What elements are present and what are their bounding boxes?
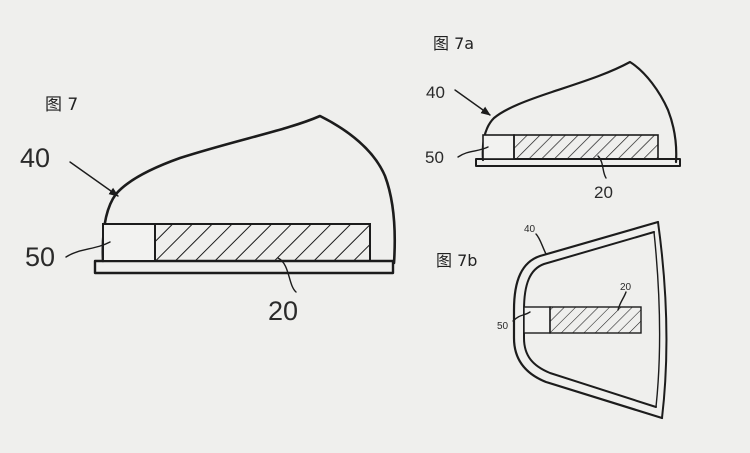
figure-7b: 图 7b 40 50 20 (436, 220, 668, 420)
figure-7a-upper-outline (481, 60, 678, 164)
figure-7b-leader-20 (617, 291, 627, 311)
figure-7a-sole (475, 158, 681, 167)
figure-7a-leader-20 (597, 155, 607, 179)
figure-7b-label-40: 40 (524, 224, 536, 235)
figure-7-leader-50 (65, 241, 111, 258)
figure-7a-title: 图 7a (433, 34, 474, 53)
figure-7a-insert (513, 134, 659, 160)
figure-7b-leader-50 (512, 311, 531, 322)
figure-7-insert (154, 223, 371, 262)
figure-7a-leader-40 (454, 89, 491, 116)
figure-7a-label-50: 50 (425, 148, 444, 167)
figure-7b-title: 图 7b (436, 251, 477, 270)
figure-7a-leader-50 (457, 146, 489, 158)
figure-7a: 图 7a 40 50 20 (425, 34, 681, 202)
figure-7b-right-contour (657, 221, 668, 419)
figure-7a-label-40: 40 (426, 83, 445, 102)
figure-7-title: 图 7 (45, 95, 78, 115)
figure-7b-insert (549, 306, 642, 334)
figure-7a-label-20: 20 (594, 183, 613, 202)
figure-7b-outer-shell (512, 220, 664, 420)
figure-7b-leader-40 (535, 233, 547, 255)
figure-7-label-50: 50 (25, 242, 55, 272)
figure-7-leader-20 (277, 257, 297, 293)
figure-7b-label-50: 50 (497, 321, 509, 332)
figure-7: 图 7 40 50 20 (20, 95, 396, 326)
figure-7-label-20: 20 (268, 296, 298, 326)
figure-7-sole (93, 259, 395, 275)
figure-7-label-40: 40 (20, 143, 50, 173)
figure-7-toe-part (102, 223, 156, 262)
figure-7b-label-20: 20 (620, 282, 632, 293)
figure-7b-toe-part (523, 306, 551, 334)
figure-7b-right-inner-contour (653, 231, 661, 408)
figure-7-leader-40 (69, 161, 119, 197)
